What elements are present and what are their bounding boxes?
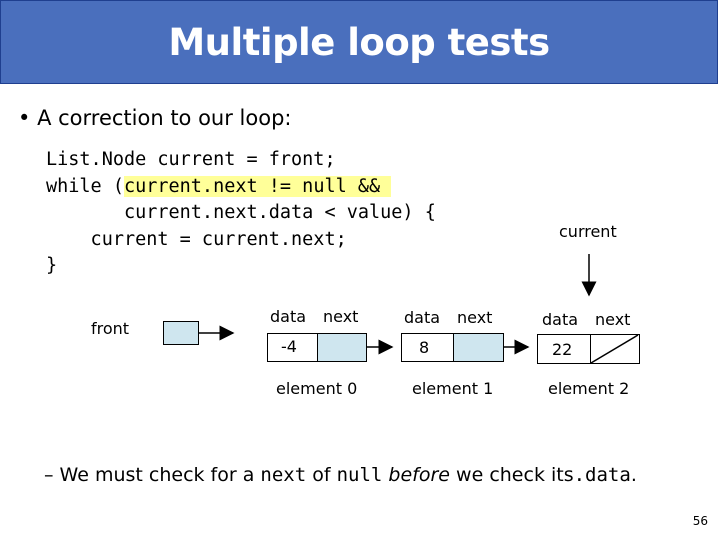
node-2-next-header: next	[595, 310, 631, 329]
current-label: current	[559, 222, 617, 241]
node-1-label: element 1	[412, 379, 494, 398]
bullet-text: A correction to our loop:	[37, 106, 292, 130]
front-label: front	[91, 319, 130, 338]
node-2-data-cell: 22	[537, 334, 591, 364]
bottom-note: – We must check for a next of null befor…	[44, 464, 637, 486]
node-0-next-cell	[317, 333, 367, 362]
bottom-text-3: we check its	[456, 464, 574, 486]
code-block: List.Node current = front;while (current…	[46, 147, 436, 280]
title-bar: Multiple loop tests	[0, 0, 718, 84]
front-pointer-box	[163, 321, 199, 345]
node-0-data-header: data	[270, 307, 307, 326]
node-2-value: 22	[552, 340, 573, 359]
code-segment: }	[46, 255, 58, 276]
code-segment: while (	[46, 175, 124, 197]
code-line: current.next.data < value) {	[46, 200, 436, 227]
bottom-text-2: of	[312, 464, 331, 486]
node-0-value: -4	[281, 337, 297, 356]
bottom-text-4: .	[630, 464, 637, 486]
bottom-italic-before: before	[388, 464, 450, 486]
bottom-code-null: null	[336, 464, 383, 486]
node-0-next-header: next	[323, 307, 359, 326]
dash: –	[44, 464, 54, 486]
node-0-label: element 0	[276, 379, 358, 398]
node-1-data-header: data	[404, 308, 441, 327]
code-highlight: current.next != null &&	[123, 175, 392, 197]
slide-title: Multiple loop tests	[168, 20, 550, 64]
code-line: List.Node current = front;	[46, 147, 436, 174]
code-line: while (current.next != null &&	[46, 174, 436, 201]
null-slash	[590, 334, 639, 364]
node-0-data-cell: -4	[267, 333, 318, 362]
bottom-text-1: We must check for a	[59, 464, 255, 486]
node-1-data-cell: 8	[401, 333, 454, 362]
code-line: current = current.next;	[46, 227, 436, 254]
code-segment: current = current.next;	[46, 228, 347, 250]
node-1-value: 8	[419, 338, 430, 357]
bottom-code-data: .data	[573, 464, 631, 486]
bullet-item: • A correction to our loop:	[18, 106, 291, 130]
node-2-next-cell-null	[590, 334, 640, 364]
code-segment: List.Node current = front;	[46, 149, 336, 170]
node-2-data-header: data	[542, 310, 579, 329]
code-line: }	[46, 253, 436, 280]
node-1-next-header: next	[457, 308, 493, 327]
node-2-label: element 2	[548, 379, 630, 398]
bullet-icon: •	[18, 106, 31, 130]
bottom-code-next: next	[260, 464, 307, 486]
page-number: 56	[692, 514, 708, 528]
code-segment: current.next.data < value) {	[46, 202, 436, 223]
node-1-next-cell	[453, 333, 504, 362]
